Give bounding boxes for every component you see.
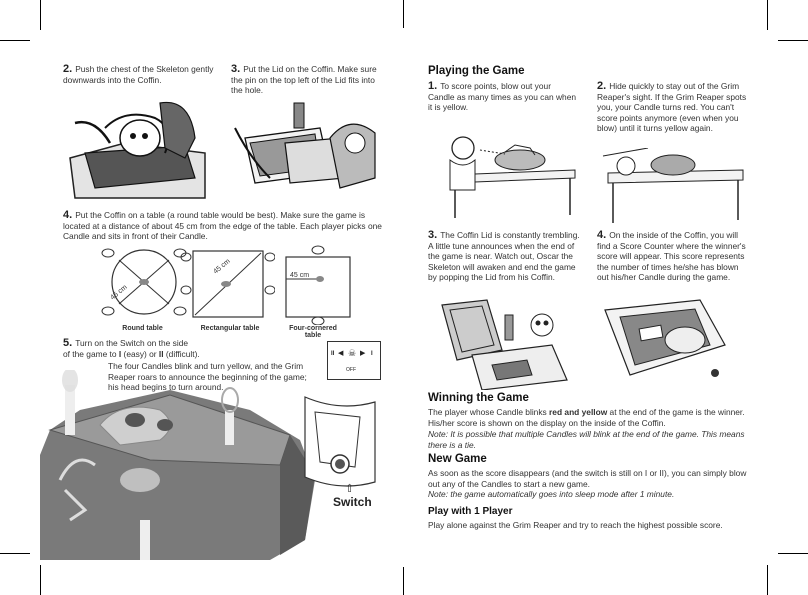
play-step-4-body: On the inside of the Coffin, you will fi…	[597, 230, 746, 283]
step-4-body: Put the Coffin on a table (a round table…	[63, 210, 382, 242]
lid-popping-illustration	[441, 299, 568, 390]
play-step-4: 4.On the inside of the Coffin, you will …	[597, 230, 747, 283]
crop-mark-br-v	[767, 565, 768, 595]
rectangular-table-diagram	[180, 250, 275, 318]
caption-round-table: Round table	[122, 325, 163, 332]
step-5-number: 5.	[63, 337, 73, 349]
crop-mark-bl-h	[0, 553, 30, 554]
switch-detail-illustration	[304, 396, 376, 487]
winning-text-pre: The player whose Candle blinks	[428, 407, 550, 417]
round-table-diagram	[101, 248, 187, 316]
play-step-2-number: 2.	[597, 80, 607, 92]
step-5-difficult-mode: II	[158, 348, 164, 359]
fold-mark-top	[403, 0, 404, 28]
step-5-paragraph: The four Candles blink and turn yellow, …	[108, 361, 307, 393]
crop-mark-tr-v	[767, 0, 768, 30]
step-5-text: 5.Turn on the Switch on the side of the …	[63, 338, 323, 359]
winning-paragraph: The player whose Candle blinks red and y…	[428, 407, 758, 428]
skeleton-into-coffin-illustration	[69, 101, 206, 199]
switch-position-off: OFF	[346, 367, 356, 373]
player-blowing-illustration	[449, 136, 576, 218]
score-counter-illustration	[604, 299, 726, 377]
step-3-number: 3.	[231, 63, 241, 75]
crop-mark-br-h	[778, 553, 808, 554]
step-5-line2-post: (difficult).	[163, 348, 200, 359]
step-2-body: Push the chest of the Skeleton gently do…	[63, 64, 214, 85]
step-5-line1: Turn on the Switch on the side	[75, 338, 189, 348]
play-step-1: 1.To score points, blow out your Candle …	[428, 81, 578, 113]
switch-label: Switch	[333, 495, 372, 509]
caption-four-cornered-table: Four-cornered table	[289, 325, 337, 339]
grim-reaper-coffin-illustration	[40, 370, 315, 560]
play-step-2: 2.Hide quickly to stay out of the Grim R…	[597, 81, 747, 134]
new-game-note: Note: the game automatically goes into s…	[428, 489, 675, 499]
crop-mark-tl-v	[40, 0, 41, 30]
play-step-1-body: To score points, blow out your Candle as…	[428, 81, 577, 113]
playing-heading: Playing the Game	[428, 65, 525, 77]
switch-position-difficult: II	[331, 351, 335, 357]
play-step-4-number: 4.	[597, 229, 607, 241]
player-hiding-illustration	[602, 148, 744, 223]
play-step-3: 3.The Coffin Lid is constantly trembling…	[428, 230, 583, 283]
winning-heading: Winning the Game	[428, 392, 529, 404]
step-3-body: Put the Lid on the Coffin. Make sure the…	[231, 64, 377, 96]
play-step-3-number: 3.	[428, 229, 438, 241]
step-2-text: 2.Push the chest of the Skeleton gently …	[63, 64, 223, 85]
one-player-paragraph: Play alone against the Grim Reaper and t…	[428, 520, 723, 530]
crop-mark-tl-h	[0, 40, 30, 41]
arrow-up-icon: ⇧	[345, 483, 355, 495]
switch-callout: II ◀ ☠ ▶ I OFF	[327, 341, 381, 380]
step-5-easy-mode: I	[118, 348, 122, 359]
four-cornered-table-diagram	[285, 245, 351, 325]
step-2-number: 2.	[63, 63, 73, 75]
step-5-line2-pre: of the game to	[63, 348, 119, 359]
play-step-2-body: Hide quickly to stay out of the Grim Rea…	[597, 81, 747, 134]
step-3-text: 3.Put the Lid on the Coffin. Make sure t…	[231, 64, 381, 96]
arrow-right-icon: ▶	[360, 350, 366, 357]
caption-rectangular-table: Rectangular table	[200, 325, 260, 332]
step-5-line2-mid: (easy) or	[121, 348, 159, 359]
one-player-heading: Play with 1 Player	[428, 506, 513, 517]
four-cornered-table-distance: 45 cm	[290, 272, 310, 279]
arrow-left-icon: ◀	[338, 350, 344, 357]
lid-on-coffin-illustration	[234, 102, 376, 189]
step-4-text: 4.Put the Coffin on a table (a round tab…	[63, 210, 393, 242]
new-game-paragraph: As soon as the score disappears (and the…	[428, 468, 747, 489]
play-step-1-number: 1.	[428, 80, 438, 92]
skull-icon: ☠	[348, 348, 357, 358]
new-game-heading: New Game	[428, 453, 487, 465]
play-step-3-body: The Coffin Lid is constantly trembling. …	[428, 230, 580, 283]
winning-note: Note: It is possible that multiple Candl…	[428, 429, 745, 450]
crop-mark-bl-v	[40, 565, 41, 595]
switch-position-easy: I	[371, 351, 373, 357]
fold-mark-bottom	[403, 567, 404, 595]
winning-text-post: at the end of the game is the winner. Hi…	[428, 407, 745, 428]
crop-mark-tr-h	[778, 40, 808, 41]
winning-text-bold: red and yellow	[549, 407, 608, 417]
step-4-number: 4.	[63, 209, 73, 221]
